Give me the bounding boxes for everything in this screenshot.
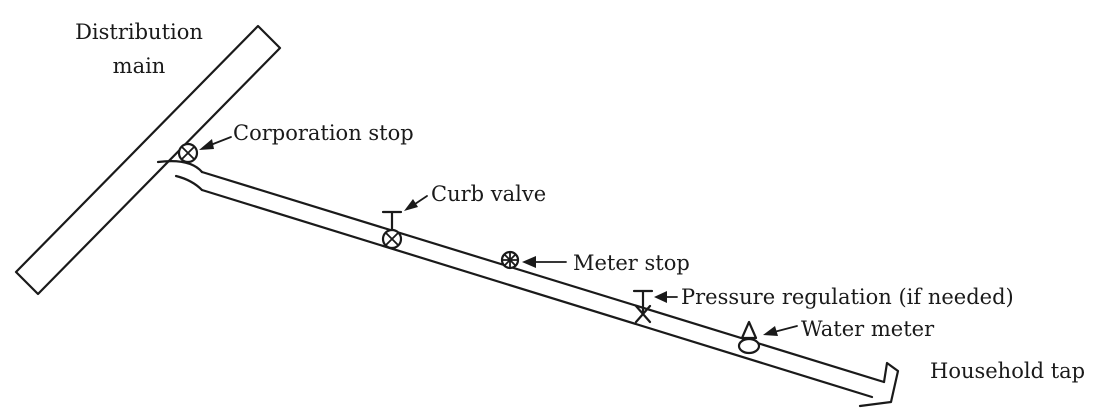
- distribution-main-pipe: [14, 24, 282, 296]
- arrow-pressure-regulation: [654, 291, 678, 303]
- household-tap-icon: [858, 361, 900, 408]
- arrow-corporation-stop: [199, 136, 232, 150]
- water-meter-label: Water meter: [801, 317, 935, 341]
- meter-stop-label: Meter stop: [573, 251, 690, 275]
- pressure-regulation-label: Pressure regulation (if needed): [681, 285, 1014, 309]
- household-tap-label: Household tap: [930, 359, 1085, 383]
- arrow-meter-stop: [522, 256, 567, 268]
- distribution-main-label-line1: Distribution: [75, 20, 203, 44]
- pressure-regulation-icon: [632, 289, 654, 324]
- water-meter-icon: [737, 320, 761, 355]
- meter-stop-icon: [500, 250, 520, 270]
- corporation-stop-label: Corporation stop: [233, 121, 414, 145]
- curb-valve-label: Curb valve: [431, 182, 546, 206]
- arrow-water-meter: [763, 325, 798, 336]
- service-pipe-lower-edge: [200, 188, 874, 399]
- distribution-main-label-line2: main: [113, 54, 166, 78]
- arrow-curb-valve: [404, 195, 428, 211]
- corporation-stop-valve-icon: [177, 142, 199, 164]
- curb-valve-icon: [381, 210, 403, 250]
- service-pipe-upper-edge: [200, 170, 886, 384]
